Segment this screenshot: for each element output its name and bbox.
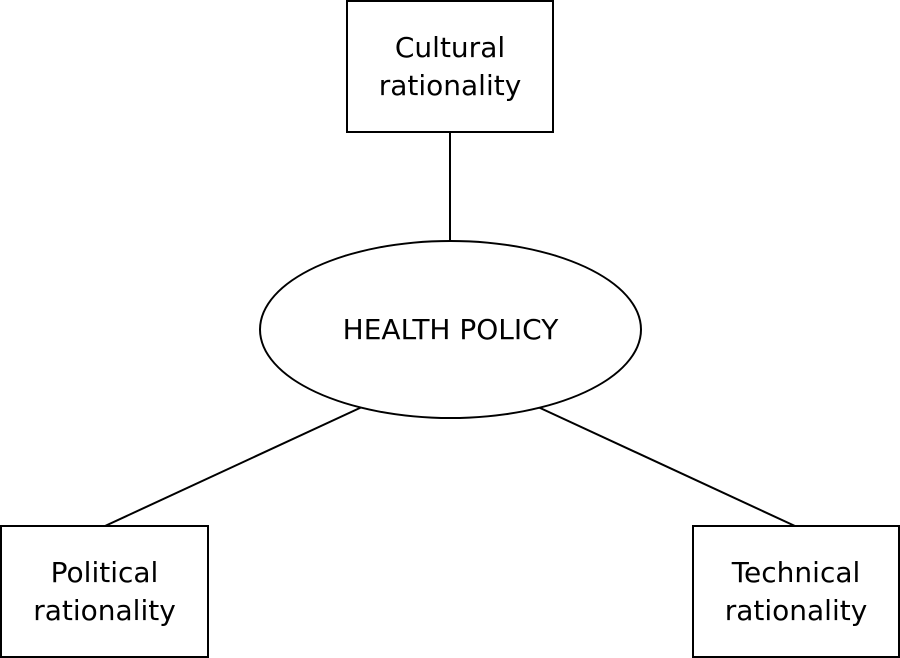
cultural-rationality-box: Cultural rationality [346,0,554,133]
political-label-line1: Political [50,555,159,589]
political-label-line2: rationality [33,593,176,627]
political-rationality-box: Political rationality [0,525,209,658]
health-policy-ellipse: HEALTH POLICY [259,240,642,419]
connector-technical [537,406,796,527]
technical-label-line2: rationality [724,593,868,627]
cultural-label-line2: rationality [378,68,522,102]
technical-label-line1: Technical [731,555,861,589]
technical-rationality-box: Technical rationality [692,525,900,658]
health-policy-label: HEALTH POLICY [342,313,559,346]
cultural-label-line1: Cultural [394,30,506,64]
connector-political [104,406,363,527]
